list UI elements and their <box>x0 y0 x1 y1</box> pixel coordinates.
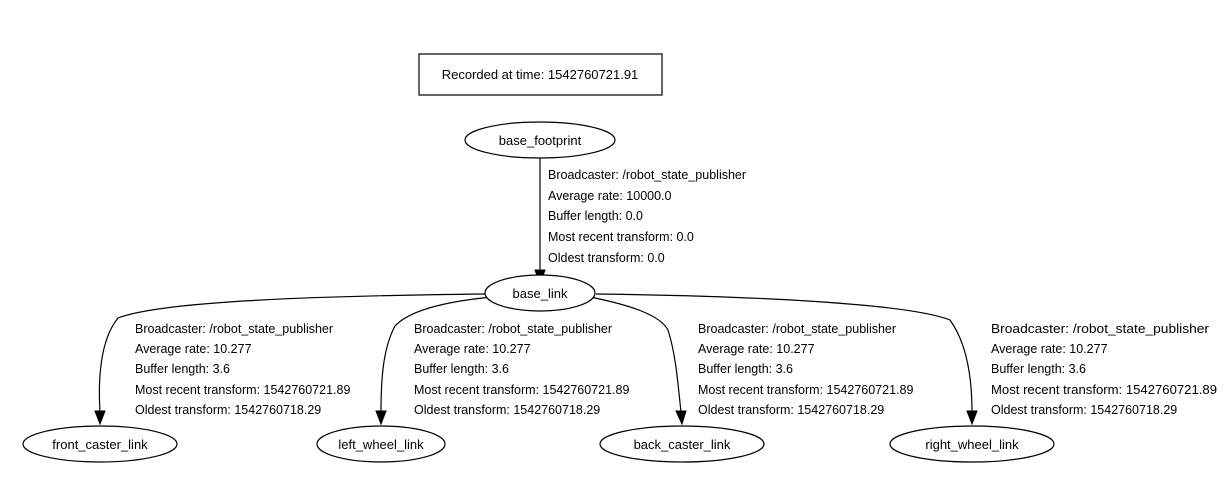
edge-base-to-left-wheel-line <box>380 296 493 413</box>
node-base-footprint-ellipse[interactable] <box>464 121 616 159</box>
node-base-footprint-label: base_footprint <box>499 133 582 148</box>
edge-label-broadcaster: Broadcaster: /robot_state_publisher <box>991 322 1209 336</box>
edge-label-buffer-length: Buffer length: 3.6 <box>991 362 1086 376</box>
node-right-wheel-link-label: right_wheel_link <box>925 437 1019 452</box>
recorded-time-box: Recorded at time: 1542760721.91 <box>418 53 663 96</box>
edge-label-most-recent-transform: Most recent transform: 1542760721.89 <box>135 383 350 397</box>
node-right-wheel-link[interactable]: right_wheel_link <box>889 425 1055 463</box>
node-base-link[interactable]: base_link <box>484 274 596 312</box>
edge-label-most-recent-transform: Most recent transform: 1542760721.89 <box>414 383 629 397</box>
edge-base-to-front-caster-arrowhead <box>94 410 106 426</box>
edge-base-to-front-caster-line <box>98 293 487 413</box>
node-front-caster-link-label: front_caster_link <box>52 437 148 452</box>
edge-label-buffer-length: Buffer length: 3.6 <box>414 362 509 376</box>
edge-base-to-left-wheel <box>375 296 493 426</box>
edge-label-oldest-transform: Oldest transform: 1542760718.29 <box>135 403 321 417</box>
edge-label-average-rate: Average rate: 10.277 <box>698 342 815 356</box>
edge-label-base-to-right-wheel: Broadcaster: /robot_state_publisher Aver… <box>991 322 1217 417</box>
node-base-footprint[interactable]: base_footprint <box>464 121 616 159</box>
edge-label-most-recent-transform: Most recent transform: 1542760721.89 <box>698 383 913 397</box>
edge-label-buffer-length: Buffer length: 0.0 <box>548 209 643 223</box>
node-right-wheel-link-ellipse[interactable] <box>889 425 1055 463</box>
edge-label-footprint-to-base: Broadcaster: /robot_state_publisher Aver… <box>548 168 746 265</box>
edge-label-oldest-transform: Oldest transform: 1542760718.29 <box>698 403 884 417</box>
edge-label-average-rate: Average rate: 10000.0 <box>548 189 672 203</box>
edge-label-buffer-length: Buffer length: 3.6 <box>135 362 230 376</box>
edge-base-to-back-caster <box>589 296 687 426</box>
node-base-link-ellipse[interactable] <box>484 274 596 312</box>
node-left-wheel-link[interactable]: left_wheel_link <box>316 425 446 463</box>
edge-label-oldest-transform: Oldest transform: 1542760718.29 <box>991 403 1177 417</box>
edge-base-to-right-wheel-arrowhead <box>966 410 978 426</box>
edge-label-oldest-transform: Oldest transform: 0.0 <box>548 251 665 265</box>
edge-footprint-to-base <box>534 157 546 286</box>
edge-label-average-rate: Average rate: 10.277 <box>414 342 531 356</box>
edge-label-broadcaster: Broadcaster: /robot_state_publisher <box>698 322 896 336</box>
node-back-caster-link[interactable]: back_caster_link <box>599 425 765 463</box>
edge-label-oldest-transform: Oldest transform: 1542760718.29 <box>414 403 600 417</box>
edge-base-to-front-caster <box>94 293 487 426</box>
edge-label-broadcaster: Broadcaster: /robot_state_publisher <box>135 322 333 336</box>
edge-base-to-right-wheel-line <box>595 293 973 413</box>
edge-base-to-left-wheel-arrowhead <box>375 410 387 426</box>
node-left-wheel-link-ellipse[interactable] <box>316 425 446 463</box>
edge-label-most-recent-transform: Most recent transform: 0.0 <box>548 230 694 244</box>
edge-label-broadcaster: Broadcaster: /robot_state_publisher <box>548 168 746 182</box>
edge-label-average-rate: Average rate: 10.277 <box>135 342 252 356</box>
edge-label-average-rate: Average rate: 10.277 <box>991 342 1108 356</box>
node-base-link-label: base_link <box>513 286 568 301</box>
edge-label-buffer-length: Buffer length: 3.6 <box>698 362 793 376</box>
node-front-caster-link-ellipse[interactable] <box>22 425 178 463</box>
node-left-wheel-link-label: left_wheel_link <box>338 437 424 452</box>
edge-label-base-to-back-caster: Broadcaster: /robot_state_publisher Aver… <box>698 322 913 417</box>
edge-base-to-back-caster-line <box>589 296 682 413</box>
node-back-caster-link-ellipse[interactable] <box>599 425 765 463</box>
node-front-caster-link[interactable]: front_caster_link <box>22 425 178 463</box>
node-back-caster-link-label: back_caster_link <box>634 437 731 452</box>
recorded-time-label: Recorded at time: 1542760721.91 <box>442 67 639 82</box>
edge-label-broadcaster: Broadcaster: /robot_state_publisher <box>414 322 612 336</box>
edge-base-to-right-wheel <box>595 293 978 426</box>
edge-label-most-recent-transform: Most recent transform: 1542760721.89 <box>991 383 1217 397</box>
edge-label-base-to-front-caster: Broadcaster: /robot_state_publisher Aver… <box>135 322 350 417</box>
recorded-time-box-frame <box>418 53 663 96</box>
edge-base-to-back-caster-arrowhead <box>675 410 687 426</box>
edge-label-base-to-left-wheel: Broadcaster: /robot_state_publisher Aver… <box>414 322 629 417</box>
